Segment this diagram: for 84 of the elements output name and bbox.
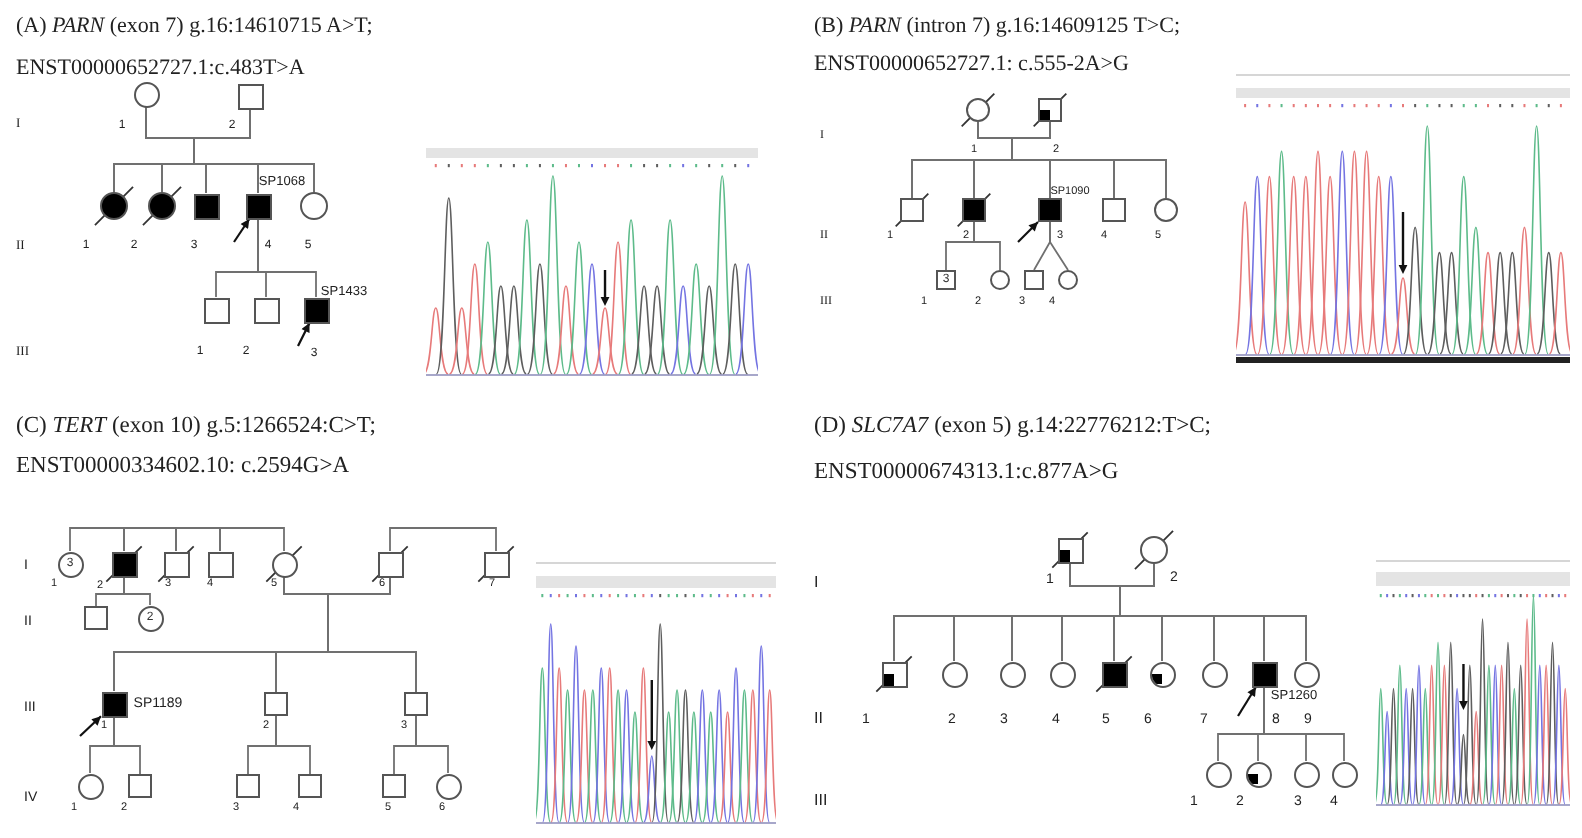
- female-symbol: [77, 773, 103, 799]
- female-symbol: [1058, 270, 1078, 290]
- panel-heading: (A) PARN (exon 7) g.16:14610715 A>T;: [16, 14, 373, 38]
- transcript-heading: ENST00000652727.1:c.483T>A: [16, 56, 305, 80]
- female-symbol: [966, 98, 990, 122]
- male-symbol: [207, 551, 233, 577]
- female-symbol: [1154, 198, 1178, 222]
- female-symbol: [300, 192, 328, 220]
- female-symbol: [1149, 661, 1175, 687]
- transcript-heading: ENST00000674313.1:c.877A>G: [814, 460, 1119, 484]
- female-symbol: [1293, 661, 1319, 687]
- female-symbol: [133, 81, 159, 107]
- male-symbol: [1038, 98, 1062, 122]
- male-symbol: [253, 297, 279, 323]
- male-symbol: [1251, 661, 1277, 687]
- female-symbol: [941, 661, 967, 687]
- female-symbol: [1205, 761, 1231, 787]
- male-symbol: [483, 551, 509, 577]
- male-symbol: [237, 83, 263, 109]
- male-symbol: [900, 198, 924, 222]
- pedigree-line: [123, 527, 177, 552]
- pedigree-line: [1263, 686, 1345, 762]
- pedigree-line: [193, 108, 315, 193]
- pedigree-line: [69, 527, 125, 552]
- pedigree-line: [1011, 121, 1167, 199]
- proband-arrow: [233, 218, 251, 243]
- proband-arrow: [1017, 221, 1039, 243]
- transcript-heading: ENST00000652727.1: c.555-2A>G: [814, 52, 1129, 76]
- pedigree-line: [175, 527, 221, 552]
- pedigree-line: [327, 576, 417, 693]
- male-symbol: [1024, 270, 1044, 290]
- male-symbol: [881, 661, 907, 687]
- pedigree-line: [1049, 221, 1069, 271]
- male-symbol: [382, 774, 406, 798]
- female-symbol: [435, 773, 461, 799]
- panel-heading: (C) TERT (exon 10) g.5:1266524:C>T;: [16, 414, 376, 438]
- male-symbol: [298, 774, 322, 798]
- female-symbol: [1245, 761, 1271, 787]
- female-symbol: [137, 605, 163, 631]
- generation-label: III: [814, 791, 828, 809]
- male-symbol: [1057, 537, 1083, 563]
- pedigree-line: [973, 221, 1001, 271]
- generation-label: II: [814, 709, 823, 727]
- proband-arrow: [297, 322, 311, 347]
- female-symbol: [57, 551, 83, 577]
- male-symbol: [111, 551, 137, 577]
- male-symbol: [303, 297, 329, 323]
- proband-arrow: [1237, 686, 1257, 717]
- male-symbol: [404, 692, 428, 716]
- proband-arrow: [79, 715, 102, 737]
- male-symbol: [1102, 198, 1126, 222]
- pedigree-line: [123, 576, 151, 606]
- female-symbol: [1201, 661, 1227, 687]
- male-symbol: [101, 691, 127, 717]
- female-symbol: [1049, 661, 1075, 687]
- male-symbol: [84, 606, 108, 630]
- female-symbol: [271, 551, 297, 577]
- pedigree-line: [257, 218, 317, 298]
- generation-label: I: [814, 573, 819, 591]
- male-symbol: [936, 270, 956, 290]
- male-symbol: [163, 551, 189, 577]
- pedigree-line: [113, 716, 141, 775]
- male-symbol: [245, 193, 271, 219]
- female-symbol: [990, 270, 1010, 290]
- male-symbol: [203, 297, 229, 323]
- pedigree-line: [1119, 563, 1307, 662]
- male-symbol: [193, 193, 219, 219]
- male-symbol: [377, 551, 403, 577]
- pedigree-line: [275, 715, 311, 775]
- female-symbol: [999, 661, 1025, 687]
- pedigree-line: [415, 715, 449, 774]
- male-symbol: [236, 774, 260, 798]
- pedigree-line: [389, 527, 497, 552]
- female-symbol: [1293, 761, 1319, 787]
- male-symbol: [1101, 661, 1127, 687]
- female-symbol: [1331, 761, 1357, 787]
- pedigree-line: [219, 527, 285, 552]
- panel-heading: (B) PARN (intron 7) g.16:14609125 T>C;: [814, 14, 1181, 38]
- panel-heading: (D) SLC7A7 (exon 5) g.14:22776212:T>C;: [814, 414, 1211, 438]
- male-symbol: [128, 774, 152, 798]
- male-symbol: [962, 198, 986, 222]
- male-symbol: [1038, 198, 1062, 222]
- male-symbol: [264, 692, 288, 716]
- transcript-heading: ENST00000334602.10: c.2594G>A: [16, 454, 350, 478]
